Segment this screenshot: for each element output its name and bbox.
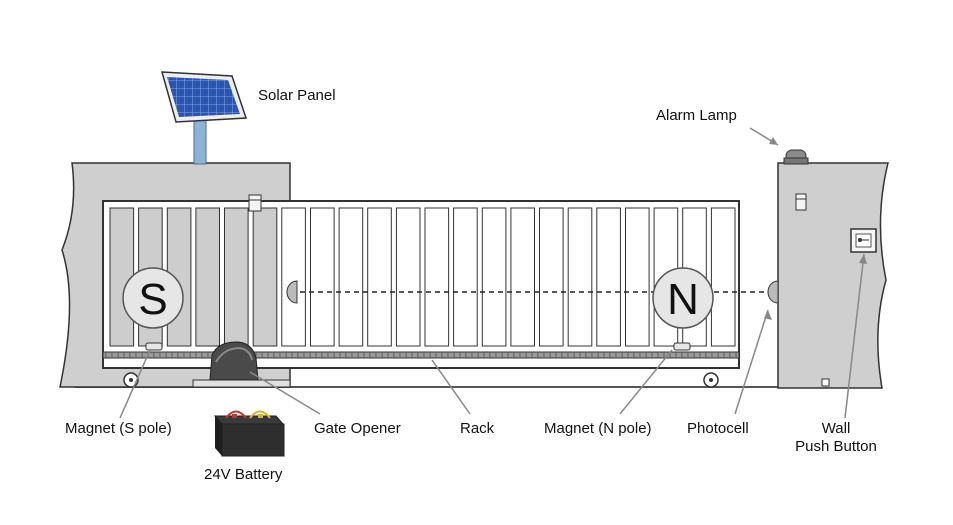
rack xyxy=(102,351,740,359)
limit-switch xyxy=(248,194,262,212)
gate-bar xyxy=(281,207,306,347)
label-wall-push-button: Wall Push Button xyxy=(786,420,886,456)
leader-magnet-s xyxy=(119,349,151,419)
leader-rack xyxy=(431,359,471,415)
right-pillar xyxy=(777,162,889,389)
gate-bar xyxy=(252,207,278,347)
photocell-receiver xyxy=(767,280,779,304)
battery-icon xyxy=(213,410,285,457)
gate-bar xyxy=(625,207,650,347)
magnet-n-marker: N xyxy=(652,267,714,351)
gate-bar xyxy=(310,207,335,347)
gate-bar xyxy=(338,207,364,347)
gate-bar xyxy=(567,207,593,347)
leader-lines xyxy=(119,127,867,419)
label-magnet-n: Magnet (N pole) xyxy=(544,420,652,437)
pillar-receiver xyxy=(795,193,807,211)
gate-bar xyxy=(481,207,507,347)
gate-bar xyxy=(710,207,736,347)
gate-bar xyxy=(367,207,392,347)
gate-bar xyxy=(395,207,421,347)
alarm-lamp-icon xyxy=(783,149,809,165)
leader-magnet-n xyxy=(619,349,673,415)
label-alarm-lamp: Alarm Lamp xyxy=(656,107,737,124)
leader-photocell xyxy=(734,309,769,415)
label-wall-push-button-line2: Push Button xyxy=(795,438,877,455)
gate-bar xyxy=(596,207,621,347)
gate-wheel-left xyxy=(123,372,139,388)
gate-bar xyxy=(539,207,564,347)
photocell-emitter xyxy=(286,280,298,304)
label-solar-panel: Solar Panel xyxy=(258,87,336,104)
magnet-s-letter: S xyxy=(138,275,167,324)
gate-opener-icon xyxy=(192,341,291,388)
gate-bar xyxy=(195,207,220,347)
label-photocell: Photocell xyxy=(687,420,749,437)
label-magnet-s: Magnet (S pole) xyxy=(65,420,172,437)
magnet-n-letter: N xyxy=(667,275,699,324)
gate-bar xyxy=(109,207,135,347)
label-rack: Rack xyxy=(460,420,495,437)
gate-wheel-right xyxy=(703,372,719,388)
label-wall-push-button-line1: Wall xyxy=(821,420,851,437)
gate-bar xyxy=(424,207,450,347)
leader-gate-opener xyxy=(249,371,321,415)
label-battery: 24V Battery xyxy=(204,466,283,483)
leader-push-button xyxy=(844,253,865,419)
magnet-s-marker: S xyxy=(122,267,184,351)
gate-bar xyxy=(453,207,478,347)
gate-bar xyxy=(224,207,249,347)
push-button-icon xyxy=(850,228,877,253)
label-gate-opener: Gate Opener xyxy=(314,420,401,437)
solar-panel-icon xyxy=(160,71,248,165)
gate-bar xyxy=(510,207,535,347)
